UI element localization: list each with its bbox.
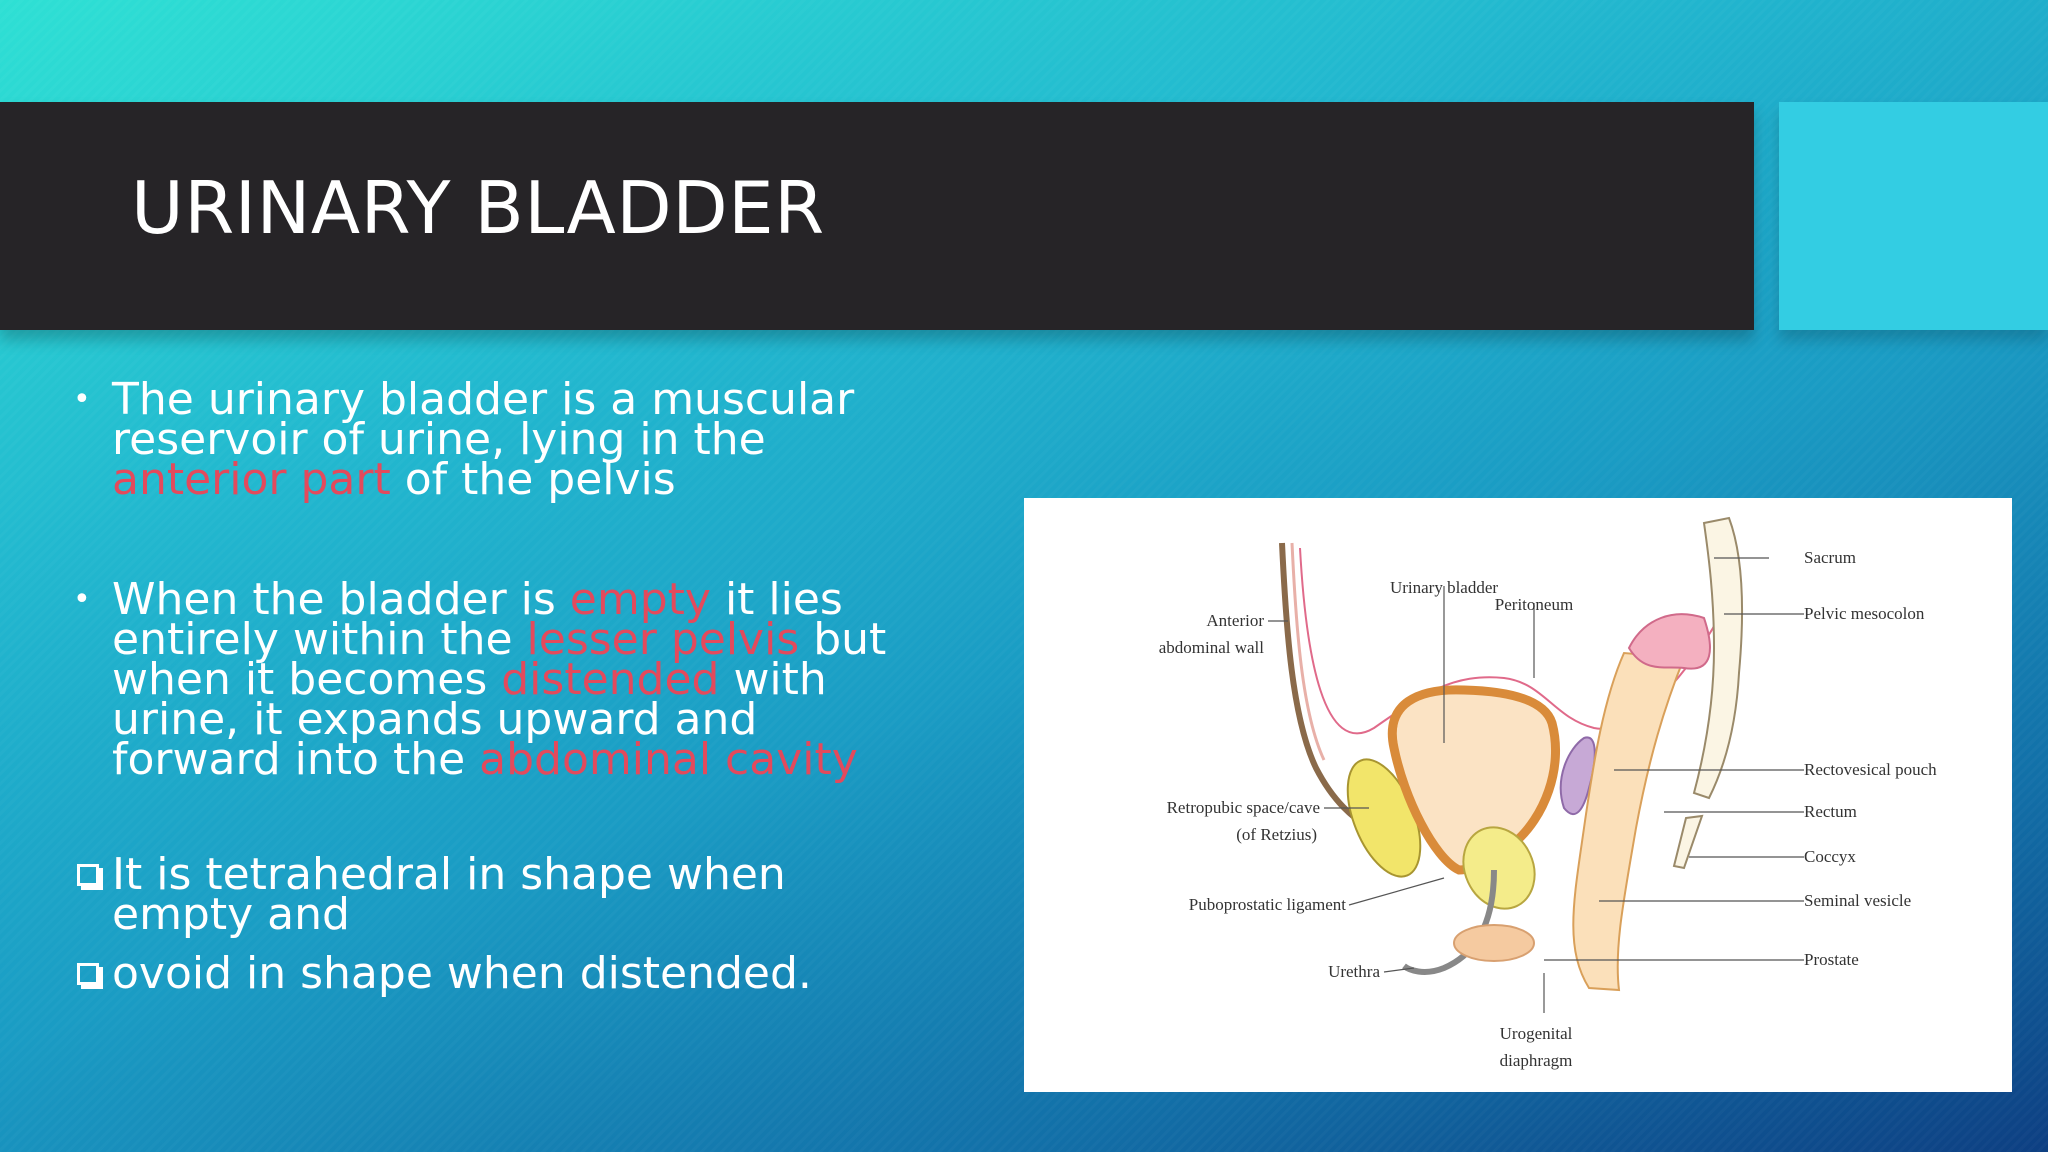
- label-rectovesical-pouch: Rectovesical pouch: [1804, 760, 1937, 779]
- bullet-dot-icon: •: [73, 582, 91, 617]
- label-anterior: Anterior: [1206, 611, 1264, 630]
- slide-title: URINARY BLADDER: [131, 166, 825, 250]
- rectum-shape: [1572, 651, 1686, 992]
- label-retropubic-space: Retropubic space/cave: [1167, 798, 1320, 817]
- bullet-text: When the bladder is empty it lies entire…: [112, 574, 887, 785]
- label-seminal-vesicle: Seminal vesicle: [1804, 891, 1911, 910]
- checkbox-square-icon: [77, 963, 99, 985]
- bullet-dot-icon: •: [73, 382, 91, 417]
- label-abdominal-wall: abdominal wall: [1159, 638, 1265, 657]
- label-urogenital: Urogenital: [1500, 1024, 1573, 1043]
- label-sacrum: Sacrum: [1804, 548, 1856, 567]
- prostate-shape: [1462, 826, 1536, 910]
- urogenital-diaphragm-shape: [1453, 924, 1535, 962]
- label-pelvic-mesocolon: Pelvic mesocolon: [1804, 604, 1925, 623]
- pelvic-mesocolon-shape: [1627, 613, 1711, 670]
- sacrum-shape: [1692, 516, 1743, 800]
- bladder-shape: [1387, 685, 1560, 875]
- pelvis-anatomy-illustration: Anterior abdominal wall Urinary bladder …: [1159, 516, 1937, 1070]
- bullet-item: • When the bladder is empty it lies enti…: [73, 578, 933, 782]
- square-bullet-item: It is tetrahedral in shape when empty an…: [73, 853, 933, 937]
- highlight-text: abdominal cavity: [479, 734, 858, 785]
- accent-box: [1779, 102, 2048, 330]
- seminal-vesicle-shape: [1559, 736, 1596, 816]
- coccyx-shape: [1672, 814, 1704, 870]
- title-bar: URINARY BLADDER: [0, 102, 1754, 330]
- urethra-shape: [1402, 869, 1497, 975]
- label-rectum: Rectum: [1804, 802, 1857, 821]
- bladder-diagram: Anterior abdominal wall Urinary bladder …: [1024, 498, 2012, 1092]
- label-peritoneum: Peritoneum: [1495, 595, 1573, 614]
- label-diaphragm: diaphragm: [1500, 1051, 1573, 1070]
- abdominal-wall-shape: [1279, 542, 1371, 831]
- label-puboprostatic-ligament: Puboprostatic ligament: [1189, 895, 1347, 914]
- bullet-text: The urinary bladder is a muscular reserv…: [112, 374, 855, 505]
- checkbox-square-icon: [77, 864, 99, 886]
- square-bullet-text: It is tetrahedral in shape when empty an…: [112, 849, 786, 940]
- label-urinary-bladder: Urinary bladder: [1390, 578, 1498, 597]
- label-coccyx: Coccyx: [1804, 847, 1856, 866]
- square-bullet-item: ovoid in shape when distended.: [73, 952, 933, 996]
- highlight-text: anterior part: [112, 454, 391, 505]
- label-prostate: Prostate: [1804, 950, 1859, 969]
- bullet-item: • The urinary bladder is a muscular rese…: [73, 378, 933, 502]
- label-urethra: Urethra: [1328, 962, 1380, 981]
- label-retzius: (of Retzius): [1236, 825, 1317, 844]
- square-bullet-text: ovoid in shape when distended.: [112, 948, 812, 999]
- slide-content: • The urinary bladder is a muscular rese…: [73, 378, 933, 996]
